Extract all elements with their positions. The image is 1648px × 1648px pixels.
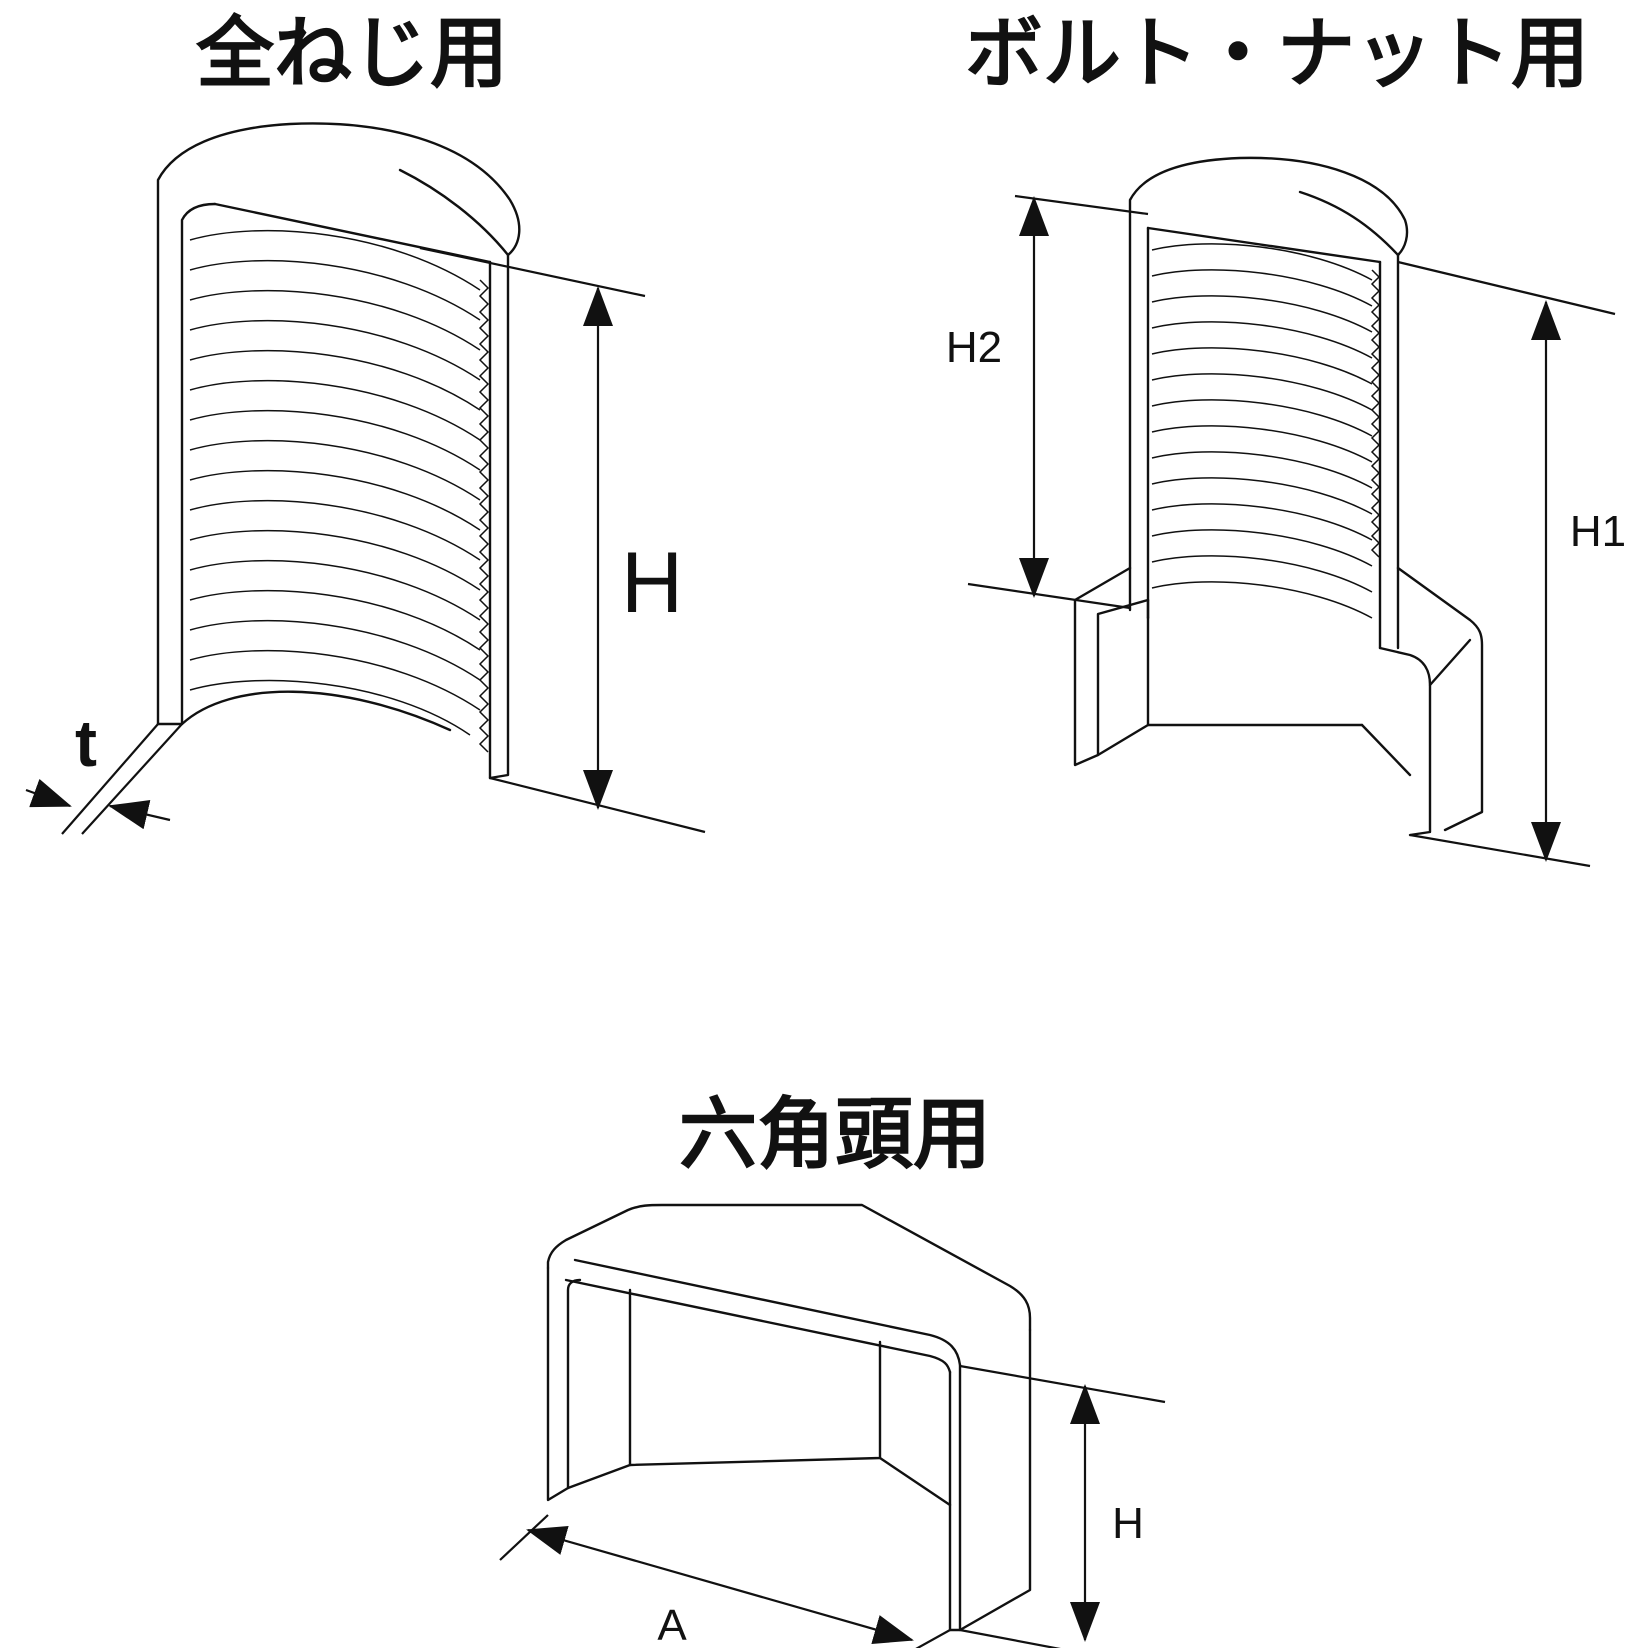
- dim-line-hex-a: [526, 1526, 914, 1644]
- label-h1: H1: [1570, 507, 1626, 556]
- title-full-thread: 全ねじ用: [195, 9, 508, 99]
- label-t: t: [75, 706, 97, 780]
- dim-ext-h1-top: [1397, 260, 1616, 316]
- dim-ext-h2-bottom: [967, 582, 1131, 610]
- dim-arrow-t-left: [25, 778, 72, 808]
- full-thread-cap-drawing: H t: [25, 122, 706, 835]
- dim-ext-t2: [81, 723, 183, 835]
- hex-head-cap-drawing: H A: [499, 1203, 1166, 1648]
- dim-ext-top: [419, 246, 646, 298]
- dim-ext-hex-bottom: [959, 1628, 1061, 1648]
- label-hex-h: H: [1112, 1499, 1144, 1548]
- label-hex-a: A: [657, 1601, 687, 1648]
- title-bolt-nut: ボルト・ナット用: [965, 9, 1589, 99]
- bolt-thread-lines: [1151, 243, 1373, 619]
- dim-ext-a-left: [499, 1514, 549, 1561]
- thread-lines: [189, 229, 481, 736]
- bolt-nut-cap-drawing: H2 H1: [946, 156, 1626, 868]
- dim-ext-t1: [61, 723, 159, 835]
- label-h2: H2: [946, 323, 1002, 372]
- label-h: H: [621, 535, 683, 631]
- dim-ext-h1-bottom: [1409, 833, 1591, 868]
- dim-arrow-t-right: [108, 800, 171, 830]
- dim-ext-hex-top: [959, 1364, 1166, 1404]
- dim-ext-a-right: [915, 1629, 951, 1648]
- title-hex-head: 六角頭用: [679, 1090, 991, 1180]
